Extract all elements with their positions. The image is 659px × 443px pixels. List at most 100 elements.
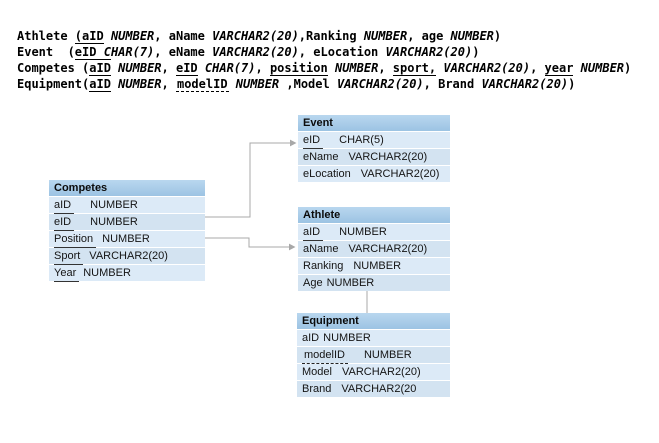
schema-segment: Event ( — [17, 45, 75, 59]
schema-segment: sport, — [392, 61, 437, 76]
schema-line-athlete-def: Athlete (aID NUMBER, aName VARCHAR2(20),… — [17, 28, 631, 44]
table-header: Equipment — [297, 313, 450, 329]
schema-segment: NUMBER — [450, 29, 494, 43]
column-type: NUMBER — [102, 233, 150, 245]
schema-segment: NUMBER — [118, 77, 162, 91]
column-name: modelID — [302, 347, 348, 364]
schema-segment: VARCHAR2(20) — [212, 29, 299, 43]
schema-segment: ) — [568, 77, 576, 91]
schema-segment: , age — [407, 29, 451, 43]
schema-line-event-def: Event (eID CHAR(7), eName VARCHAR2(20), … — [17, 44, 631, 60]
schema-segment: ) — [624, 61, 632, 75]
column-type: NUMBER — [363, 349, 412, 361]
column-type: VARCHAR2(20) — [89, 250, 168, 262]
column-type: NUMBER — [90, 216, 138, 228]
column-type: NUMBER — [323, 332, 371, 344]
schema-definitions: Athlete (aID NUMBER, aName VARCHAR2(20),… — [17, 28, 631, 92]
schema-segment: Athlete — [17, 29, 75, 43]
schema-segment: position — [269, 61, 328, 76]
schema-segment: Competes ( — [17, 61, 90, 75]
table-row: Model VARCHAR2(20) — [297, 364, 450, 380]
schema-segment: , — [255, 61, 270, 75]
column-type: VARCHAR2(20) — [341, 366, 421, 378]
schema-line-competes-def: Competes (aID NUMBER, eID CHAR(7), posit… — [17, 60, 631, 76]
schema-segment: , — [378, 61, 393, 75]
column-name: Ranking — [303, 260, 344, 272]
schema-segment: eID — [175, 61, 198, 76]
schema-segment: ) — [493, 29, 502, 43]
schema-segment: , eLocation — [298, 45, 386, 59]
column-type: NUMBER — [83, 267, 131, 279]
table-row: eID NUMBER — [49, 214, 205, 231]
schema-segment: CHAR(7) — [204, 61, 256, 75]
schema-segment: NUMBER — [118, 61, 162, 75]
column-type: NUMBER — [326, 277, 375, 289]
table-row: Position NUMBER — [49, 231, 205, 248]
table-row: Sport VARCHAR2(20) — [49, 248, 205, 265]
schema-segment — [198, 61, 205, 75]
table-header: Competes — [49, 180, 205, 196]
schema-segment: VARCHAR2(20) — [481, 77, 569, 91]
schema-segment: , — [530, 61, 545, 75]
schema-segment: eID — [74, 45, 104, 60]
schema-segment — [104, 29, 111, 43]
column-name: Sport — [54, 248, 84, 265]
schema-segment: HAR(7) — [110, 45, 155, 59]
schema-segment: , eName — [154, 45, 213, 59]
column-name: eName — [303, 151, 339, 163]
schema-segment — [229, 77, 236, 91]
column-type: VARCHAR2(20) — [348, 243, 428, 255]
schema-segment: , aName — [154, 29, 213, 43]
column-name: Position — [54, 231, 97, 248]
table-header: Event — [298, 115, 450, 131]
column-type: VARCHAR2(20) — [360, 168, 440, 180]
schema-segment: year — [544, 61, 574, 76]
schema-segment: , Brand — [423, 77, 482, 91]
column-name: Model — [302, 366, 332, 378]
schema-segment: VARCHAR2(20) — [385, 45, 473, 59]
column-type: NUMBER — [90, 199, 138, 211]
schema-segment: NUMBER — [363, 29, 408, 43]
schema-segment: VARCHAR2(20) — [443, 61, 531, 75]
column-name: aID — [303, 224, 324, 241]
schema-segment: NUMBER — [235, 77, 280, 91]
schema-segment: modelID — [175, 77, 229, 92]
schema-segment: ,Ranking — [298, 29, 364, 43]
schema-segment: VARCHAR2(20) — [336, 77, 424, 91]
schema-segment: ,Model — [279, 77, 337, 91]
schema-segment — [328, 61, 335, 75]
schema-segment: C — [103, 45, 111, 60]
column-name: Year — [54, 265, 80, 282]
column-name: eID — [54, 214, 75, 231]
schema-segment: , — [161, 61, 176, 75]
table-row: modelID NUMBER — [297, 347, 450, 364]
schema-segment: , — [161, 77, 176, 91]
connector-competes-athlete — [205, 237, 291, 248]
column-name: eID — [303, 132, 324, 149]
column-name: aID — [302, 332, 320, 344]
column-name: Brand — [302, 383, 332, 395]
column-type: VARCHAR2(20 — [341, 383, 417, 395]
table-row: Brand VARCHAR2(20 — [297, 381, 450, 397]
arrowhead-icon — [290, 139, 297, 147]
schema-segment: VARCHAR2(20) — [212, 45, 299, 59]
table-header: Athlete — [298, 207, 450, 223]
schema-line-equipment-def: Equipment(aID NUMBER, modelID NUMBER ,Mo… — [17, 76, 631, 92]
arrowhead-icon — [289, 243, 296, 251]
schema-segment: (aID — [74, 29, 104, 44]
schema-segment: NUMBER — [110, 29, 155, 43]
